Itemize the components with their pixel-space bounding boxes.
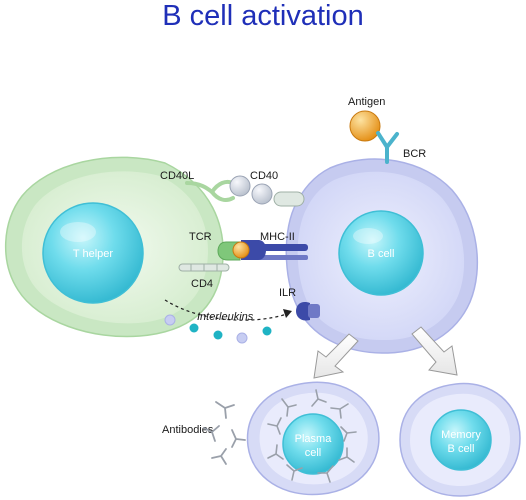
cd40-ball-icon	[229, 175, 251, 197]
arrow-to-plasma-cell	[313, 333, 359, 379]
ilr-label: ILR	[279, 287, 296, 299]
b-cell-label: B cell	[368, 248, 395, 260]
bcr-label: BCR	[403, 148, 426, 160]
diagram-title: B cell activation	[162, 0, 364, 32]
arrow-to-memory-cell	[411, 326, 458, 376]
interleukin-arrow	[164, 299, 288, 321]
memory-b-cell: Memory B cell	[399, 382, 521, 497]
antigen-peptide-icon	[232, 241, 250, 259]
interleukin-dot	[164, 314, 176, 326]
cd40l-label: CD40L	[160, 170, 194, 182]
t-helper-nucleus	[42, 202, 144, 304]
cd4-coreceptor-icon	[178, 263, 230, 272]
bcr-receptor-icon	[376, 131, 399, 164]
free-antibody-icons	[203, 401, 246, 465]
t-helper-label: T helper	[73, 248, 113, 260]
memory-cell-nucleus	[430, 409, 492, 471]
plasma-cell-label-line1: Plasma	[295, 433, 333, 445]
cd40-receptor-icon	[273, 191, 305, 207]
interleukin-dot	[213, 330, 223, 340]
cd40-ball-icon	[251, 183, 273, 205]
interleukin-dot	[236, 332, 248, 344]
cd4-label: CD4	[191, 278, 213, 290]
t-helper-cell: T helper	[4, 156, 224, 338]
memory-cell-label-line2: B cell	[448, 443, 475, 455]
interleukins-label: Interleukins	[197, 311, 254, 323]
antigen-icon	[349, 110, 381, 142]
interleukin-dot	[262, 326, 272, 336]
cd40-label: CD40	[250, 170, 278, 182]
interleukin-dot	[189, 323, 199, 333]
mhc2-label: MHC-II	[260, 231, 295, 243]
b-cell: B cell	[285, 158, 479, 354]
plasma-cell-nucleus	[282, 413, 344, 475]
plasma-antibody-icons	[267, 389, 357, 483]
antigen-label: Antigen	[348, 96, 385, 108]
b-cell-nucleus	[338, 210, 424, 296]
memory-cell-label-line1: Memory	[441, 429, 481, 441]
interleukin-arrowhead-icon	[283, 309, 292, 318]
plasma-cell-label-line2: cell	[305, 447, 322, 459]
antibodies-label: Antibodies	[162, 424, 214, 436]
tcr-label: TCR	[189, 231, 212, 243]
plasma-cell: Plasma cell	[246, 381, 380, 496]
ilr-receptor-icon	[296, 301, 310, 321]
